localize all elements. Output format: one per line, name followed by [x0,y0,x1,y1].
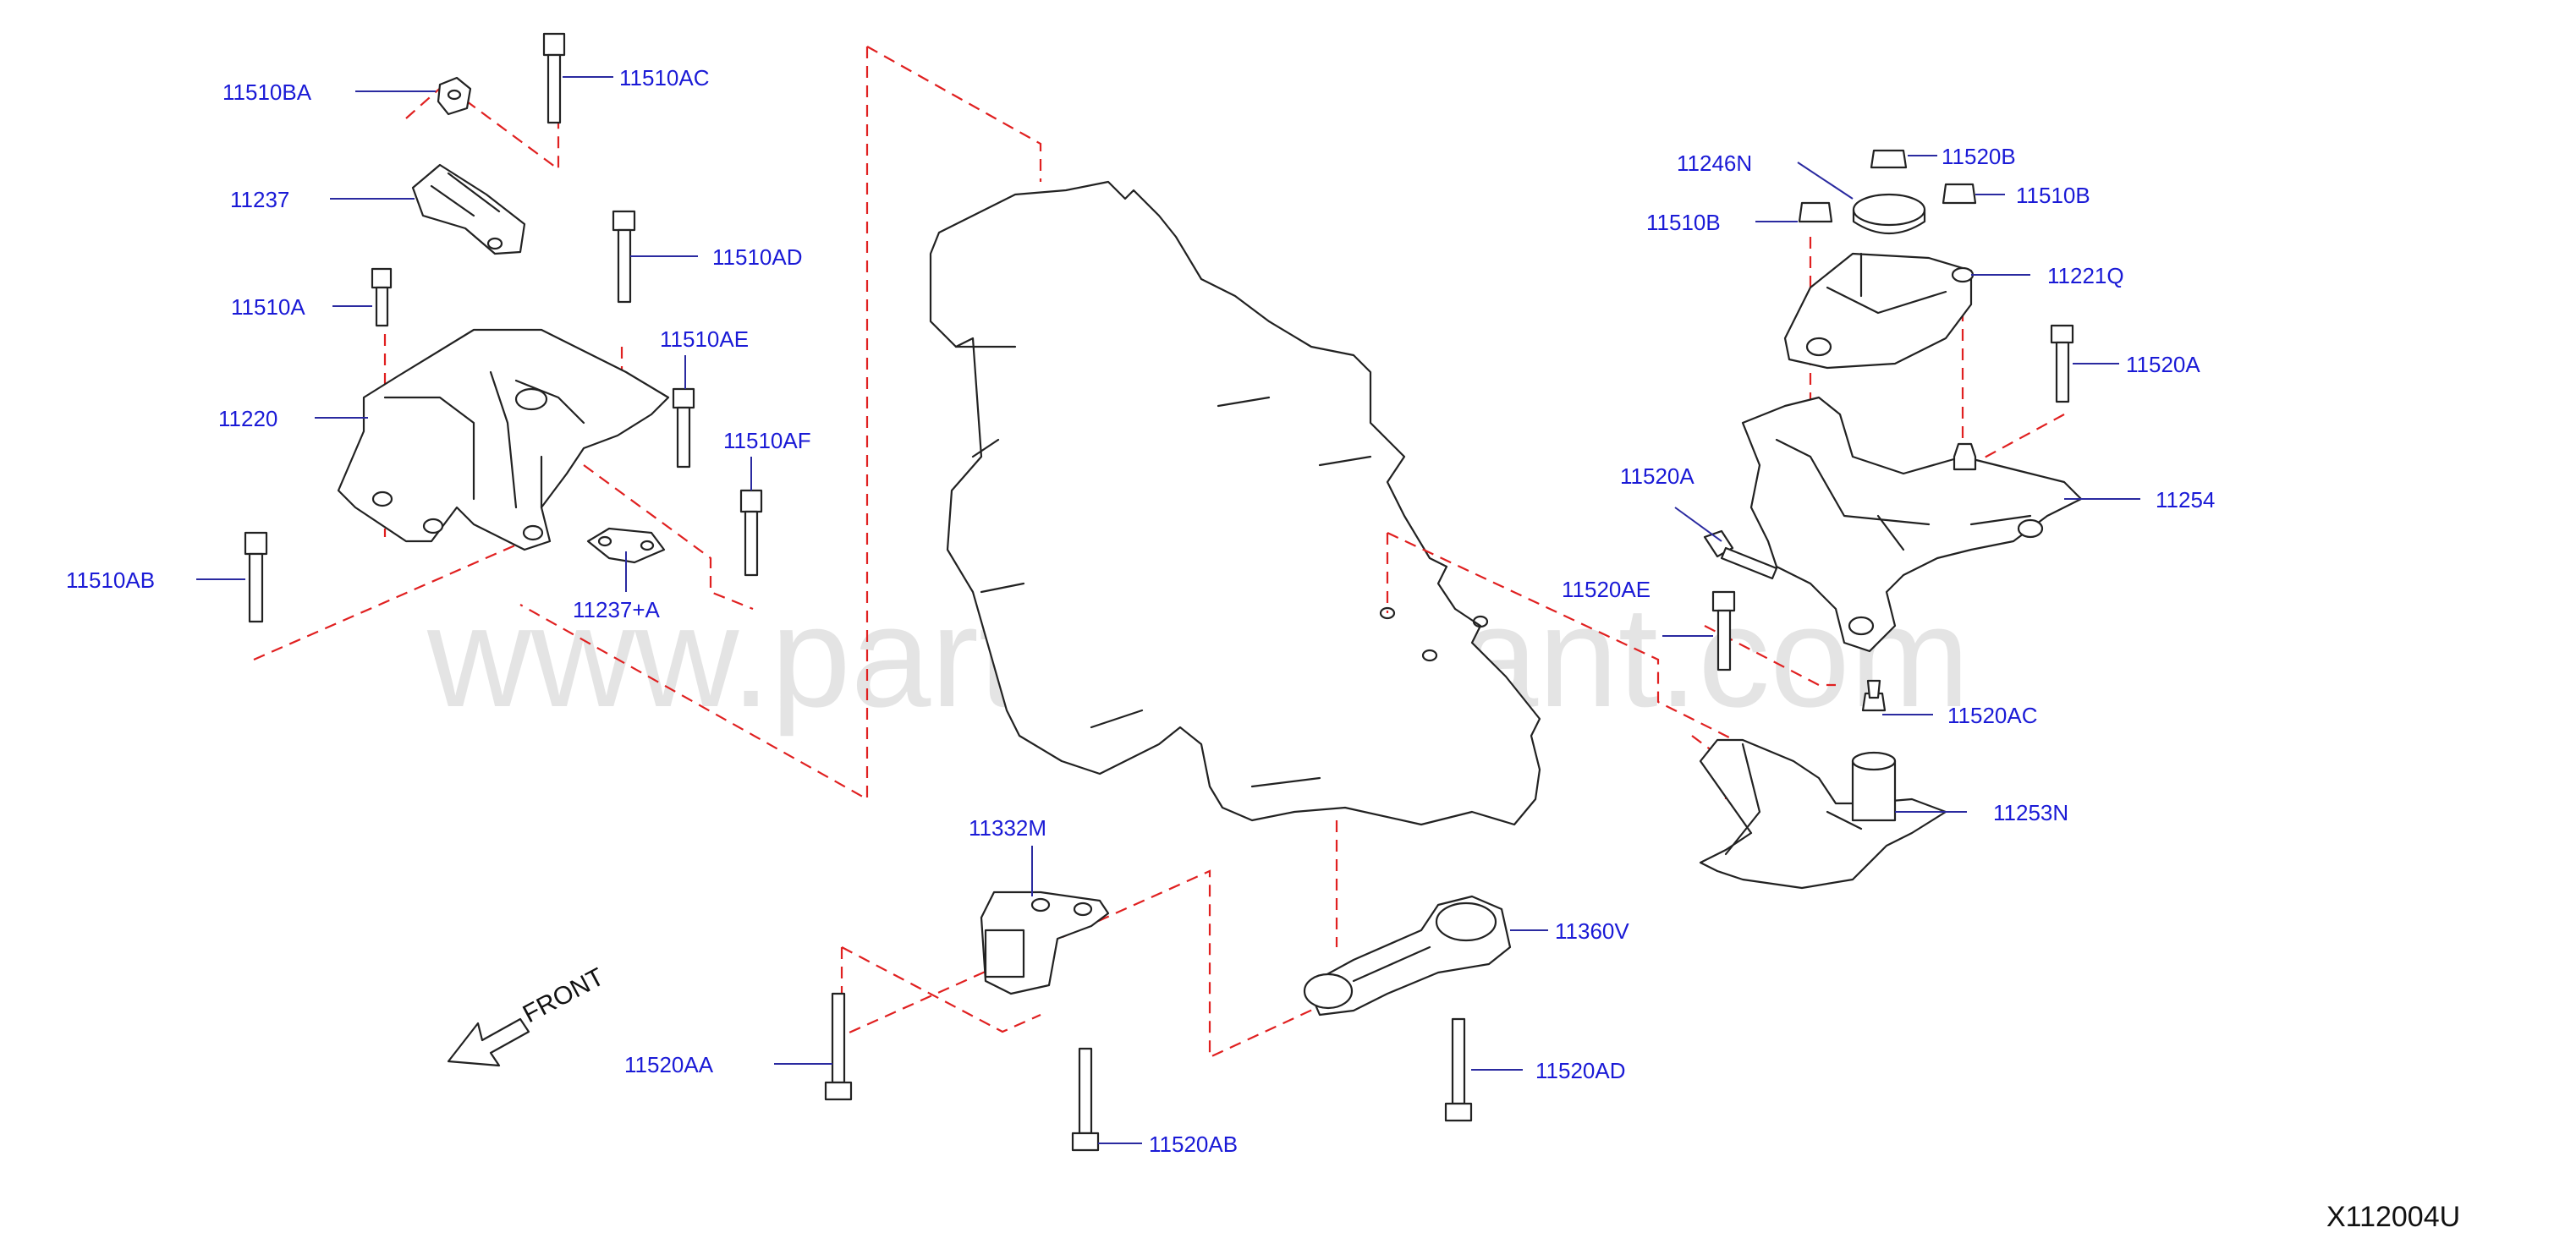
bolt-11510ac [542,32,566,124]
label-11510ad[interactable]: 11510AD [712,244,803,270]
label-11510ba[interactable]: 11510BA [222,79,312,105]
label-11520b[interactable]: 11520B [1942,144,2016,169]
nut-11520b [1870,149,1908,169]
bracket-11332m [980,891,1110,995]
label-11510af[interactable]: 11510AF [723,428,811,453]
insulator-11246n [1852,193,1926,235]
leader-lines [196,76,2140,1144]
nut-11510ba [437,76,472,116]
bolt-11520a-right [2050,324,2074,403]
diagram-code: X112004U [2326,1201,2460,1233]
bracket-11237 [411,163,526,255]
bolt-11510ad [612,210,636,304]
bracket-11254 [1741,396,2083,653]
label-11520aa[interactable]: 11520AA [624,1052,714,1077]
label-11254[interactable]: 11254 [2156,487,2215,512]
mount-11221q [1783,252,1975,370]
label-11510a[interactable]: 11510A [231,294,305,320]
stud-11520ac [1861,679,1887,712]
bolt-11520aa [824,992,853,1101]
label-11220[interactable]: 11220 [218,406,277,431]
bolt-11520ab [1071,1047,1100,1152]
engine-block [929,180,1541,826]
label-11520ae[interactable]: 11520AE [1562,577,1651,602]
bracket-11237a [586,527,666,564]
bolt-11520ad [1444,1017,1473,1122]
label-11253n[interactable]: 11253N [1993,800,2068,825]
label-11510ac[interactable]: 11510AC [619,65,710,90]
bracket-11253n [1699,738,1947,890]
label-11510b-right[interactable]: 11510B [2016,183,2090,208]
bolt-11510af [739,489,763,577]
label-11332m[interactable]: 11332M [969,815,1046,841]
label-11520ab[interactable]: 11520AB [1149,1132,1238,1157]
bolt-11510ae [672,387,695,469]
front-arrow-icon [447,1017,530,1067]
bolt-11510a [371,267,393,327]
label-11510b-left[interactable]: 11510B [1646,210,1721,235]
front-label: FRONT [519,963,609,1029]
nut-11510b-left [1798,201,1833,223]
label-11360v[interactable]: 11360V [1555,918,1629,944]
label-11221q[interactable]: 11221Q [2047,263,2124,288]
label-11246n[interactable]: 11246N [1677,151,1752,176]
torque-rod-11360v [1303,895,1512,1017]
label-11510ab[interactable]: 11510AB [66,567,155,593]
nut-11510b-right [1942,183,1977,205]
label-11520a-right[interactable]: 11520A [2126,352,2200,377]
label-11520ad[interactable]: 11520AD [1535,1058,1626,1083]
bolt-11520ae [1711,590,1736,671]
label-11510ae[interactable]: 11510AE [660,326,749,352]
label-11237[interactable]: 11237 [230,187,289,212]
bolt-11520a-left [1703,529,1778,580]
left-mount-bracket [337,328,670,551]
label-11237a[interactable]: 11237+A [573,597,661,622]
label-11520a-left[interactable]: 11520A [1620,463,1694,489]
bolt-11510ab [244,531,268,623]
label-11520ac[interactable]: 11520AC [1947,703,2038,728]
